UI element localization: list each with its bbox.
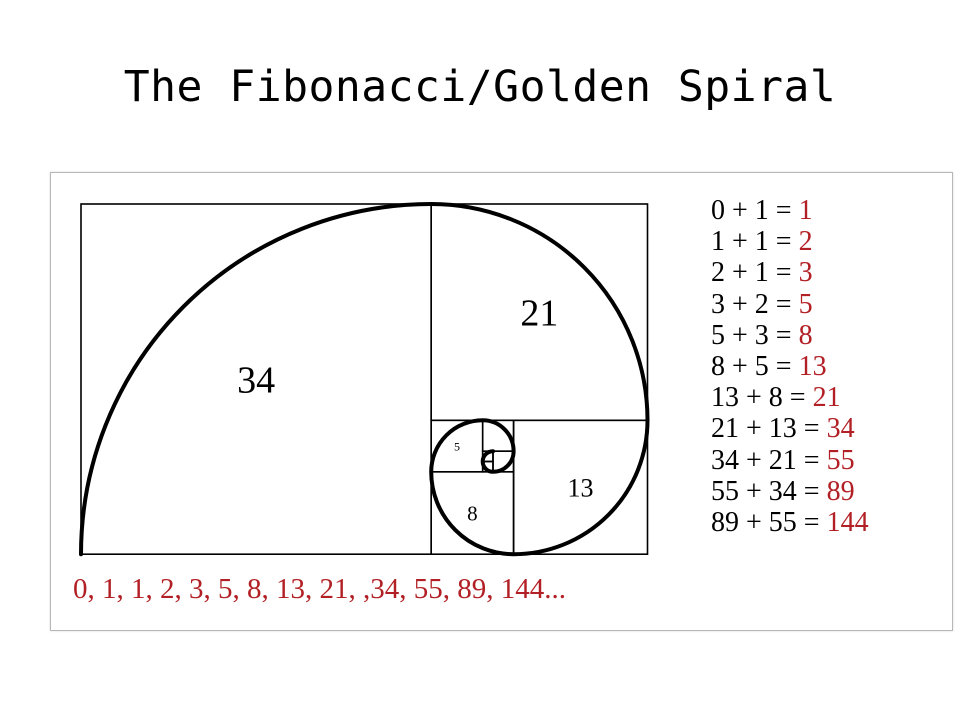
equation-row: 3 + 2 = 5 [711, 289, 869, 320]
equation-result: 1 [798, 195, 813, 226]
equation-result: 89 [826, 475, 855, 507]
equation-result: 5 [798, 288, 813, 320]
square-label: 34 [237, 359, 275, 401]
equation-lhs: 13 + 8 = [711, 382, 813, 414]
equation-result: 2 [798, 226, 813, 258]
equation-lhs: 89 + 55 = [711, 507, 827, 539]
equation-lhs: 55 + 34 = [711, 475, 827, 507]
equation-row: 34 + 21 = 55 [711, 445, 869, 476]
equation-row: 5 + 3 = 8 [711, 320, 869, 351]
square-label: 13 [568, 473, 594, 502]
equation-row: 13 + 8 = 21 [711, 382, 869, 413]
equation-result: 8 [798, 319, 813, 351]
equation-lhs: 5 + 3 = [711, 319, 799, 351]
square-label: 8 [467, 501, 478, 525]
equation-row: 1 + 1 = 2 [711, 226, 869, 257]
equation-row: 21 + 13 = 34 [711, 413, 869, 444]
square-label: 21 [520, 292, 558, 334]
square-label: 5 [454, 439, 460, 453]
equation-row: 0 + 1 = 1 [711, 195, 869, 226]
equation-lhs: 2 + 1 = [711, 257, 799, 289]
equation-result: 55 [826, 444, 855, 476]
golden-spiral-diagram: 34 21 13 8 5 [79, 201, 650, 557]
equation-row: 8 + 5 = 13 [711, 351, 869, 382]
equation-result: 13 [798, 351, 827, 383]
equation-row: 55 + 34 = 89 [711, 476, 869, 507]
equation-result: 21 [812, 382, 841, 414]
equation-result: 144 [826, 507, 869, 539]
equation-result: 34 [826, 413, 855, 445]
equation-row: 89 + 55 = 144 [711, 507, 869, 538]
slide-title: The Fibonacci/Golden Spiral [123, 62, 837, 112]
equation-row: 2 + 1 = 3 [711, 257, 869, 288]
golden-spiral-curve [79, 201, 650, 557]
equation-lhs: 0 + 1 = [711, 195, 799, 226]
equation-lhs: 34 + 21 = [711, 444, 827, 476]
equation-lhs: 3 + 2 = [711, 288, 799, 320]
equation-lhs: 8 + 5 = [711, 351, 799, 383]
equation-lhs: 1 + 1 = [711, 226, 799, 258]
equation-lhs: 21 + 13 = [711, 413, 827, 445]
fibonacci-sequence: 0, 1, 1, 2, 3, 5, 8, 13, 21, ,34, 55, 89… [73, 573, 566, 605]
equation-result: 3 [798, 257, 813, 289]
